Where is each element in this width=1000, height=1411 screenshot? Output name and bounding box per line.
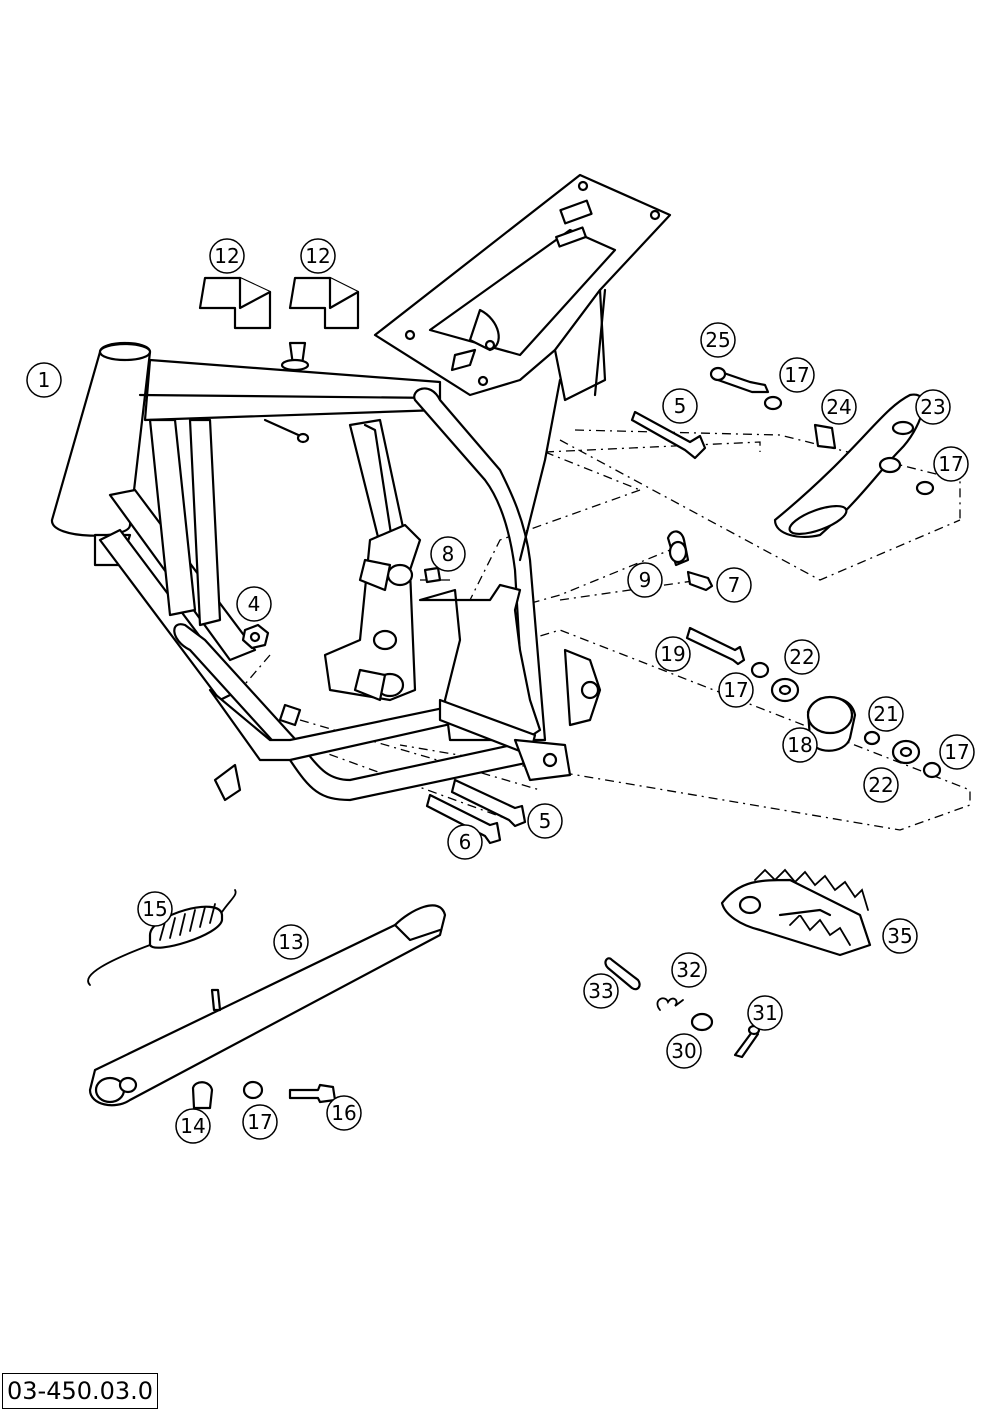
svg-text:9: 9 [639, 568, 652, 592]
callout-8: 8 [430, 536, 466, 572]
svg-text:14: 14 [180, 1114, 205, 1138]
callout-12: 12 [209, 238, 245, 274]
svg-text:18: 18 [787, 733, 812, 757]
callout-23: 23 [915, 389, 951, 425]
callout-22: 22 [784, 639, 820, 675]
svg-text:17: 17 [944, 740, 969, 764]
svg-text:31: 31 [752, 1001, 777, 1025]
callout-17: 17 [779, 357, 815, 393]
svg-text:22: 22 [789, 645, 814, 669]
svg-text:35: 35 [887, 924, 912, 948]
callout-7: 7 [716, 567, 752, 603]
svg-text:24: 24 [826, 395, 851, 419]
svg-text:7: 7 [728, 573, 741, 597]
drawing-number-label: 03-450.03.0 [2, 1373, 159, 1409]
svg-text:17: 17 [247, 1110, 272, 1134]
callout-25: 25 [700, 322, 736, 358]
svg-text:17: 17 [938, 452, 963, 476]
callout-15: 15 [137, 891, 173, 927]
svg-text:15: 15 [142, 897, 167, 921]
side-stand [87, 889, 447, 1110]
callout-4: 4 [236, 586, 272, 622]
svg-text:13: 13 [278, 930, 303, 954]
svg-text:33: 33 [588, 979, 613, 1003]
svg-text:17: 17 [723, 678, 748, 702]
chain-guide-bracket [666, 530, 714, 592]
frame-protector-pads [198, 276, 360, 330]
callout-14: 14 [175, 1108, 211, 1144]
callout-31: 31 [747, 995, 783, 1031]
svg-text:16: 16 [331, 1101, 356, 1125]
callout-5: 5 [662, 388, 698, 424]
right-side-parts [685, 366, 942, 779]
callouts: 12 12 1 25 17 24 23 5 17 8 9 7 4 19 22 1… [26, 238, 975, 1144]
svg-text:32: 32 [676, 958, 701, 982]
callout-17: 17 [933, 446, 969, 482]
svg-text:25: 25 [705, 328, 730, 352]
callout-13: 13 [273, 924, 309, 960]
svg-text:5: 5 [674, 394, 687, 418]
svg-text:12: 12 [305, 244, 330, 268]
fasteners [241, 410, 707, 845]
callout-35: 35 [882, 918, 918, 954]
svg-text:17: 17 [784, 363, 809, 387]
svg-text:12: 12 [214, 244, 239, 268]
svg-text:22: 22 [868, 773, 893, 797]
svg-text:30: 30 [671, 1039, 696, 1063]
svg-text:19: 19 [660, 642, 685, 666]
svg-text:23: 23 [920, 395, 945, 419]
svg-text:4: 4 [248, 592, 261, 616]
callout-9: 9 [627, 562, 663, 598]
callout-19: 19 [655, 636, 691, 672]
callout-22: 22 [863, 767, 899, 803]
callout-6: 6 [447, 824, 483, 860]
callout-16: 16 [326, 1095, 362, 1131]
callout-30: 30 [666, 1033, 702, 1069]
svg-text:5: 5 [539, 809, 552, 833]
callout-17: 17 [939, 734, 975, 770]
callout-33: 33 [583, 973, 619, 1009]
footpeg [604, 868, 872, 1059]
callout-1: 1 [26, 362, 62, 398]
callout-12: 12 [300, 238, 336, 274]
callout-17: 17 [718, 672, 754, 708]
callout-5: 5 [527, 803, 563, 839]
callout-24: 24 [821, 389, 857, 425]
svg-text:21: 21 [873, 702, 898, 726]
callout-18: 18 [782, 727, 818, 763]
svg-text:8: 8 [442, 542, 455, 566]
main-frame [50, 173, 672, 802]
svg-text:1: 1 [38, 368, 51, 392]
callout-32: 32 [671, 952, 707, 988]
callout-21: 21 [868, 696, 904, 732]
callout-17: 17 [242, 1104, 278, 1140]
svg-text:6: 6 [459, 830, 472, 854]
